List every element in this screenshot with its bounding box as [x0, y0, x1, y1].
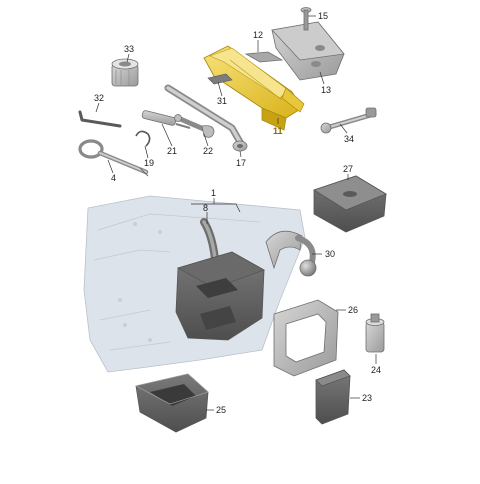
- part-27-tool-case[interactable]: [313, 175, 387, 233]
- part-1-foam-insert[interactable]: [175, 251, 265, 341]
- part-15-bolt[interactable]: [300, 7, 312, 31]
- part-32-hex-key[interactable]: [78, 110, 122, 128]
- callout-27[interactable]: 27: [343, 164, 353, 174]
- callout-8[interactable]: 8: [203, 203, 208, 213]
- callout-13[interactable]: 13: [321, 85, 331, 95]
- callout-11[interactable]: 11: [273, 126, 283, 136]
- part-30-towing-hitch[interactable]: [265, 230, 317, 277]
- part-13-jack-holder[interactable]: [271, 21, 345, 81]
- part-21-screwdriver[interactable]: [141, 110, 191, 129]
- callout-30[interactable]: 30: [325, 249, 335, 259]
- callout-31[interactable]: 31: [217, 96, 227, 106]
- callout-25[interactable]: 25: [216, 405, 226, 415]
- callout-22[interactable]: 22: [203, 146, 213, 156]
- callout-1[interactable]: 1: [211, 188, 216, 198]
- part-22-wrench[interactable]: [174, 114, 215, 138]
- callout-19[interactable]: 19: [144, 158, 154, 168]
- part-23-box[interactable]: [315, 369, 351, 425]
- part-19-clip[interactable]: [135, 130, 151, 147]
- part-33-socket[interactable]: [111, 58, 139, 87]
- callout-33[interactable]: 33: [124, 44, 134, 54]
- part-34-extension[interactable]: [320, 107, 377, 134]
- callout-21[interactable]: 21: [167, 146, 177, 156]
- callout-32[interactable]: 32: [94, 93, 104, 103]
- part-31-pad[interactable]: [207, 73, 233, 85]
- callout-4[interactable]: 4: [111, 173, 116, 183]
- callout-17[interactable]: 17: [236, 158, 246, 168]
- leader-lines: [95, 15, 377, 411]
- callout-24[interactable]: 24: [371, 365, 381, 375]
- callout-12[interactable]: 12: [253, 30, 263, 40]
- part-25-storage-tray[interactable]: [135, 373, 209, 433]
- part-24-canister[interactable]: [365, 313, 385, 353]
- callout-34[interactable]: 34: [344, 134, 354, 144]
- part-26-frame[interactable]: [273, 299, 339, 377]
- part-4-towing-eye[interactable]: [78, 139, 149, 177]
- callout-labels: 33 32 4 19 21 22 17 31 12 11 15 13 34 27…: [94, 11, 381, 415]
- callout-23[interactable]: 23: [362, 393, 372, 403]
- part-12-strip[interactable]: [244, 51, 284, 63]
- callout-26[interactable]: 26: [348, 305, 358, 315]
- callout-15[interactable]: 15: [318, 11, 328, 21]
